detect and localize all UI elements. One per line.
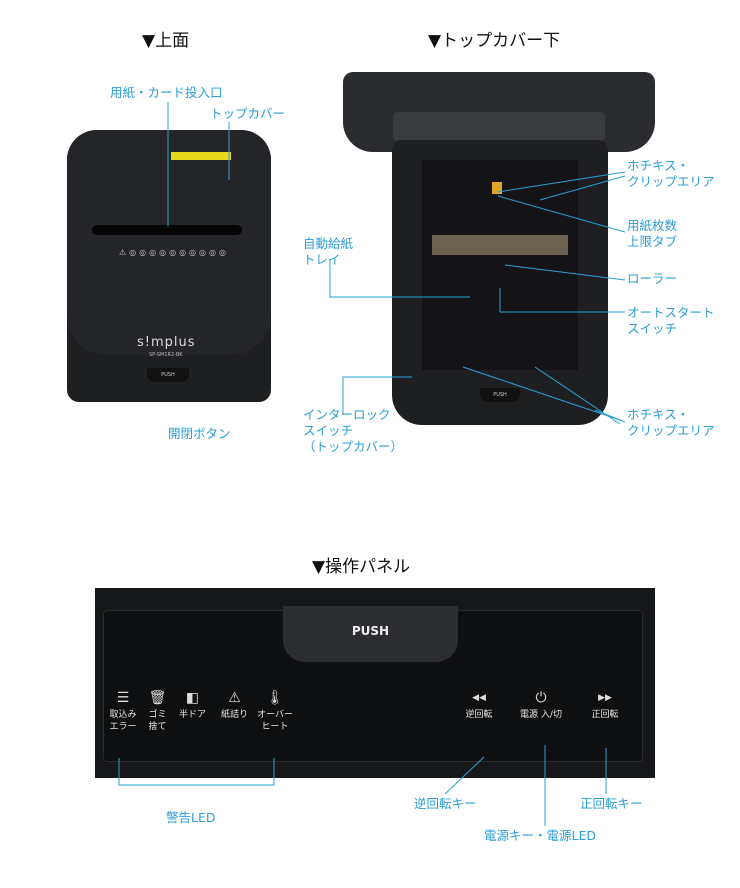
paper-limit-tab[interactable] bbox=[492, 182, 502, 194]
label-interlock: インターロックスイッチ（トップカバー） bbox=[303, 407, 404, 454]
control-panel: PUSH ☰取込みエラー 🗑ゴミ捨て ◧半ドア ⚠紙詰り 🌡オーバーヒート ◀◀… bbox=[95, 588, 655, 778]
power-icon: ⏻ bbox=[535, 690, 547, 706]
led-paper-jam: ⚠紙詰り bbox=[217, 690, 252, 721]
shredder-top-view: ⚠◎◎◎◎◎◎◎◎◎◎ s!mplus SP-SM1R2-BK PUSH bbox=[67, 130, 271, 402]
label-roller: ローラー bbox=[627, 271, 678, 286]
warning-sticker bbox=[171, 152, 231, 160]
open-button[interactable]: PUSH bbox=[147, 368, 189, 382]
label-auto-start: オートスタートスイッチ bbox=[627, 305, 715, 336]
led-intake-error: ☰取込みエラー bbox=[103, 690, 143, 733]
trash-icon: 🗑 bbox=[148, 690, 167, 706]
label-reverse-key: 逆回転キー bbox=[414, 796, 477, 811]
label-warning-led: 警告LED bbox=[166, 810, 216, 825]
label-auto-feed-tray: 自動給紙トレイ bbox=[303, 236, 354, 267]
label-clip-area-2: ホチキス・クリップエリア bbox=[627, 407, 715, 438]
heading-panel: ▼操作パネル bbox=[312, 557, 411, 577]
reverse-key[interactable]: ◀◀逆回転 bbox=[457, 692, 501, 721]
heading-under-cover: ▼トップカバー下 bbox=[428, 31, 561, 51]
label-clip-area-1: ホチキス・クリップエリア bbox=[627, 158, 715, 189]
open-top-cover bbox=[343, 72, 655, 152]
push-button-small[interactable]: PUSH bbox=[480, 388, 520, 402]
heading-top-view: ▼上面 bbox=[142, 31, 190, 51]
label-top-cover: トップカバー bbox=[210, 106, 286, 121]
reverse-icon: ◀◀ bbox=[472, 693, 486, 703]
forward-icon: ▶▶ bbox=[598, 693, 612, 703]
brand-logo: s!mplus bbox=[137, 335, 196, 350]
shredder-open-view: PUSH bbox=[392, 140, 608, 425]
label-power-key: 電源キー・電源LED bbox=[484, 828, 596, 843]
thermometer-icon: 🌡 bbox=[266, 690, 284, 706]
label-open-button: 開閉ボタン bbox=[168, 426, 231, 441]
roller bbox=[432, 235, 568, 255]
label-slot: 用紙・カード投入口 bbox=[110, 85, 223, 100]
half-door-icon: ◧ bbox=[185, 690, 200, 706]
intake-error-icon: ☰ bbox=[116, 690, 130, 706]
label-forward-key: 正回転キー bbox=[580, 796, 643, 811]
label-paper-limit-tab: 用紙枚数上限タブ bbox=[627, 218, 678, 249]
paper-jam-icon: ⚠ bbox=[228, 690, 241, 706]
model-number: SP-SM1R2-BK bbox=[149, 352, 183, 358]
led-half-door: ◧半ドア bbox=[175, 690, 210, 721]
caution-icons: ⚠◎◎◎◎◎◎◎◎◎◎ bbox=[119, 248, 229, 257]
forward-key[interactable]: ▶▶正回転 bbox=[583, 692, 627, 721]
led-trash: 🗑ゴミ捨て bbox=[140, 690, 175, 733]
push-button[interactable]: PUSH bbox=[283, 606, 458, 662]
led-overheat: 🌡オーバーヒート bbox=[255, 690, 295, 733]
paper-slot[interactable] bbox=[92, 225, 242, 235]
power-key[interactable]: ⏻電源 入/切 bbox=[513, 690, 569, 721]
